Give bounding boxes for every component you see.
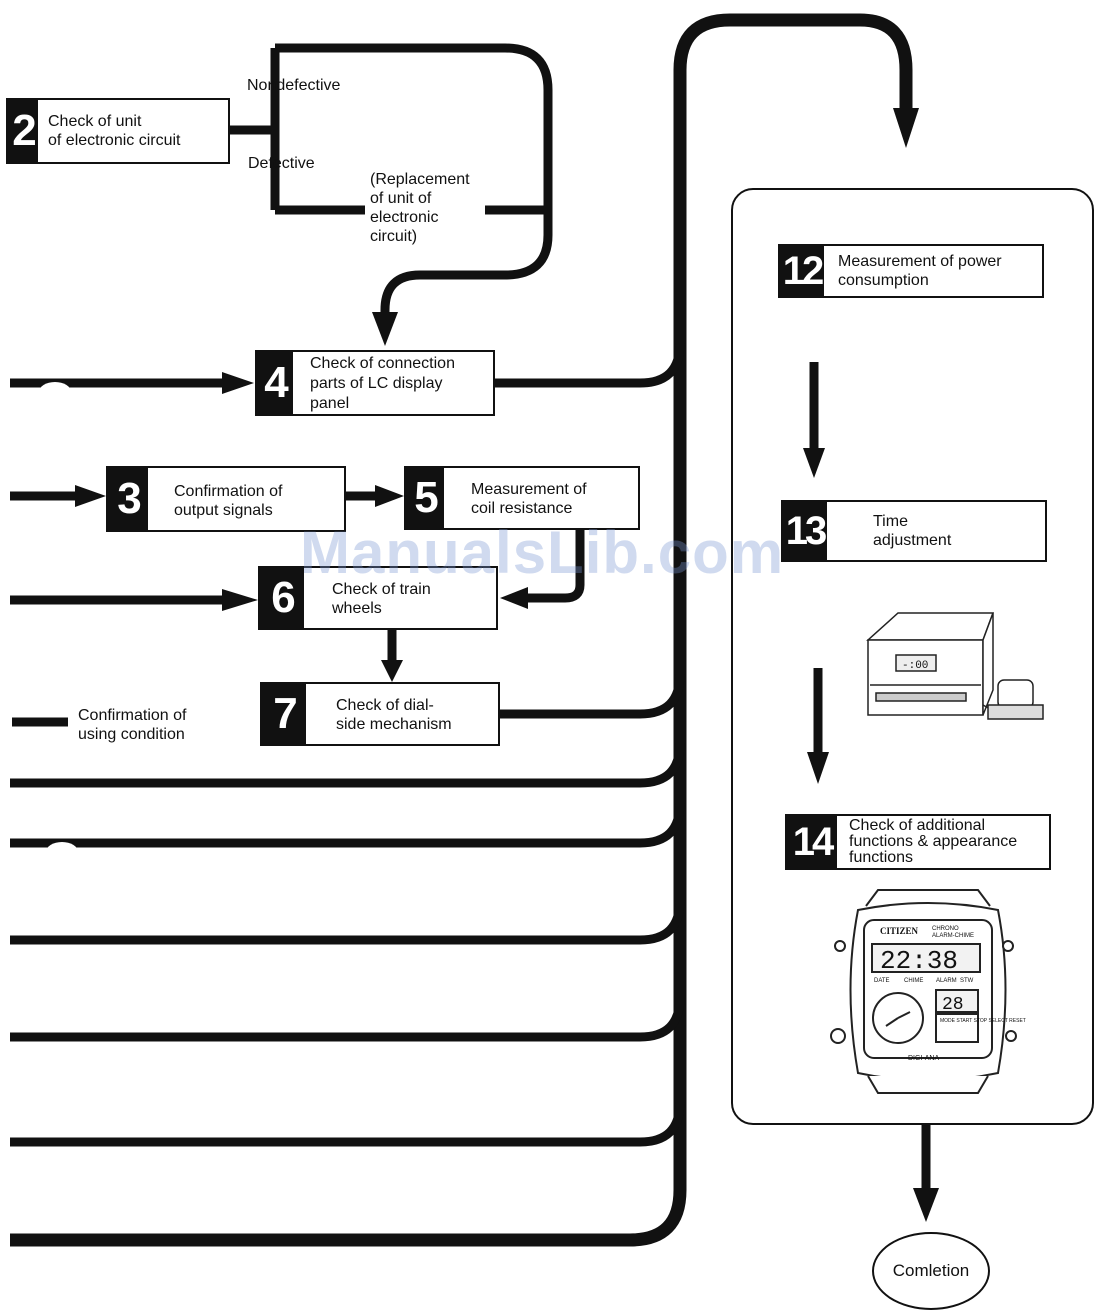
step-2-number: 2 — [8, 100, 38, 162]
feeder-line-b — [10, 802, 685, 848]
watch-strap-top — [865, 889, 991, 907]
step-12-number: 12 — [780, 246, 824, 296]
step-7-number: 7 — [262, 684, 306, 744]
tester-base-plate — [987, 704, 1044, 720]
watch-strap-bottom — [867, 1075, 989, 1094]
step-12-label: Measurement of power consumption — [838, 253, 1002, 289]
branch-line-step2 — [230, 48, 280, 210]
step-14-box: 14 Check of additional functions & appea… — [785, 814, 1051, 870]
feeder-line-d — [10, 996, 685, 1042]
step-6-box: 6 Check of train wheels — [258, 566, 498, 630]
step-7-label: Check of dial- side mechanism — [336, 697, 452, 733]
label-confirmation-of-using-condition: Confirmation of using condition — [78, 707, 187, 743]
watch-tab-1: CHIME — [904, 978, 923, 984]
completion-node: Comletion — [872, 1232, 990, 1310]
watch-tab-2: ALARM — [936, 978, 957, 984]
step-6-label: Check of train wheels — [332, 581, 431, 617]
step-2-box: 2 Check of unit of electronic circuit — [6, 98, 230, 164]
tester-button-row — [875, 692, 967, 702]
watch-date-display — [935, 989, 979, 1013]
watch-button-bottom-left — [830, 1028, 846, 1044]
feeder-line-7 — [500, 673, 685, 719]
step-2-label: Check of unit of electronic circuit — [48, 113, 181, 149]
arrowhead-12-to-13 — [803, 448, 825, 478]
step-3-label: Confirmation of output signals — [174, 483, 283, 519]
main-trunk-line — [10, 13, 913, 1247]
step-4-label: Check of connection parts of LC display … — [310, 355, 455, 412]
feeder-line-a — [10, 742, 685, 788]
step-5-number: 5 — [406, 468, 444, 528]
arrowhead-3-to-5 — [375, 485, 404, 507]
watch-tab-0: DATE — [874, 978, 890, 984]
feeder-line-e — [10, 1101, 685, 1147]
watch-modes: MODE START STOP SELECT RESET — [940, 1018, 1026, 1024]
watch-date: 28 — [942, 995, 964, 1015]
watch-model-line1: CHRONO — [932, 926, 959, 932]
arrow-5-to-6 — [520, 530, 585, 603]
completion-label: Comletion — [892, 1261, 970, 1280]
label-defective: Defective — [248, 155, 315, 172]
feeder-line-4 — [495, 342, 685, 388]
arrowhead-5-to-6 — [500, 587, 528, 609]
tester-side-face — [982, 612, 994, 716]
label-replacement: (Replacement of unit of electronic circu… — [370, 171, 470, 245]
watch-button-top-left — [834, 940, 846, 952]
watch-button-bottom-right — [1005, 1030, 1017, 1042]
arrowhead-into-step4-top — [372, 312, 398, 346]
arrowhead-into-panel — [893, 108, 919, 148]
arrowhead-into-6 — [222, 589, 258, 611]
step-12-box: 12 Measurement of power consumption — [778, 244, 1044, 298]
label-nondefective: Nondefective — [247, 77, 341, 94]
tester-probe — [997, 679, 1034, 709]
feeder-line-c — [10, 899, 685, 945]
step-14-number: 14 — [787, 816, 837, 868]
watch-time: 22:38 — [880, 946, 958, 976]
tester-display-text: -:00 — [902, 660, 928, 672]
tester-front-face — [867, 639, 984, 716]
watch-minute-hand — [897, 1011, 911, 1019]
watch-hour-hand — [885, 1017, 899, 1027]
watch-bottom-label: DIGI-ANA — [908, 1055, 939, 1062]
watch-button-top-right — [1002, 940, 1014, 952]
step-4-box: 4 Check of connection parts of LC displa… — [255, 350, 495, 416]
step-7-box: 7 Check of dial- side mechanism — [260, 682, 500, 746]
step-6-number: 6 — [260, 568, 304, 628]
arrowhead-into-3 — [75, 485, 106, 507]
watch-mode-panel — [935, 1013, 979, 1043]
watch-brand: CITIZEN — [880, 926, 919, 936]
arrowhead-13-to-14 — [807, 752, 829, 784]
line-blob-1 — [39, 382, 71, 402]
step-5-box: 5 Measurement of coil resistance — [404, 466, 640, 530]
step-5-label: Measurement of coil resistance — [471, 481, 587, 517]
watch-digital-display — [871, 943, 981, 973]
nondefective-path — [275, 43, 553, 318]
arrowhead-to-completion — [913, 1188, 939, 1222]
step-4-number: 4 — [257, 352, 293, 414]
arrowhead-into-4 — [222, 372, 254, 394]
tester-top-face — [866, 612, 995, 641]
line-blob-2 — [46, 842, 78, 862]
step-13-box: 13 Time adjustment — [781, 500, 1047, 562]
watch-tab-3: STW — [960, 978, 974, 984]
tester-display — [895, 654, 937, 672]
step-13-number: 13 — [783, 502, 827, 560]
arrowhead-6-to-7 — [381, 660, 403, 682]
watch-model-line2: ALARM-CHIME — [932, 933, 974, 939]
final-check-panel — [731, 188, 1094, 1125]
step-3-number: 3 — [108, 468, 148, 530]
step-14-label: Check of additional functions & appearan… — [849, 817, 1018, 866]
timing-tester-illustration: -:00 — [866, 612, 1044, 720]
step-13-label: Time adjustment — [873, 513, 952, 549]
watermark: ManualsLib.com — [300, 519, 785, 586]
step-3-box: 3 Confirmation of output signals — [106, 466, 346, 532]
